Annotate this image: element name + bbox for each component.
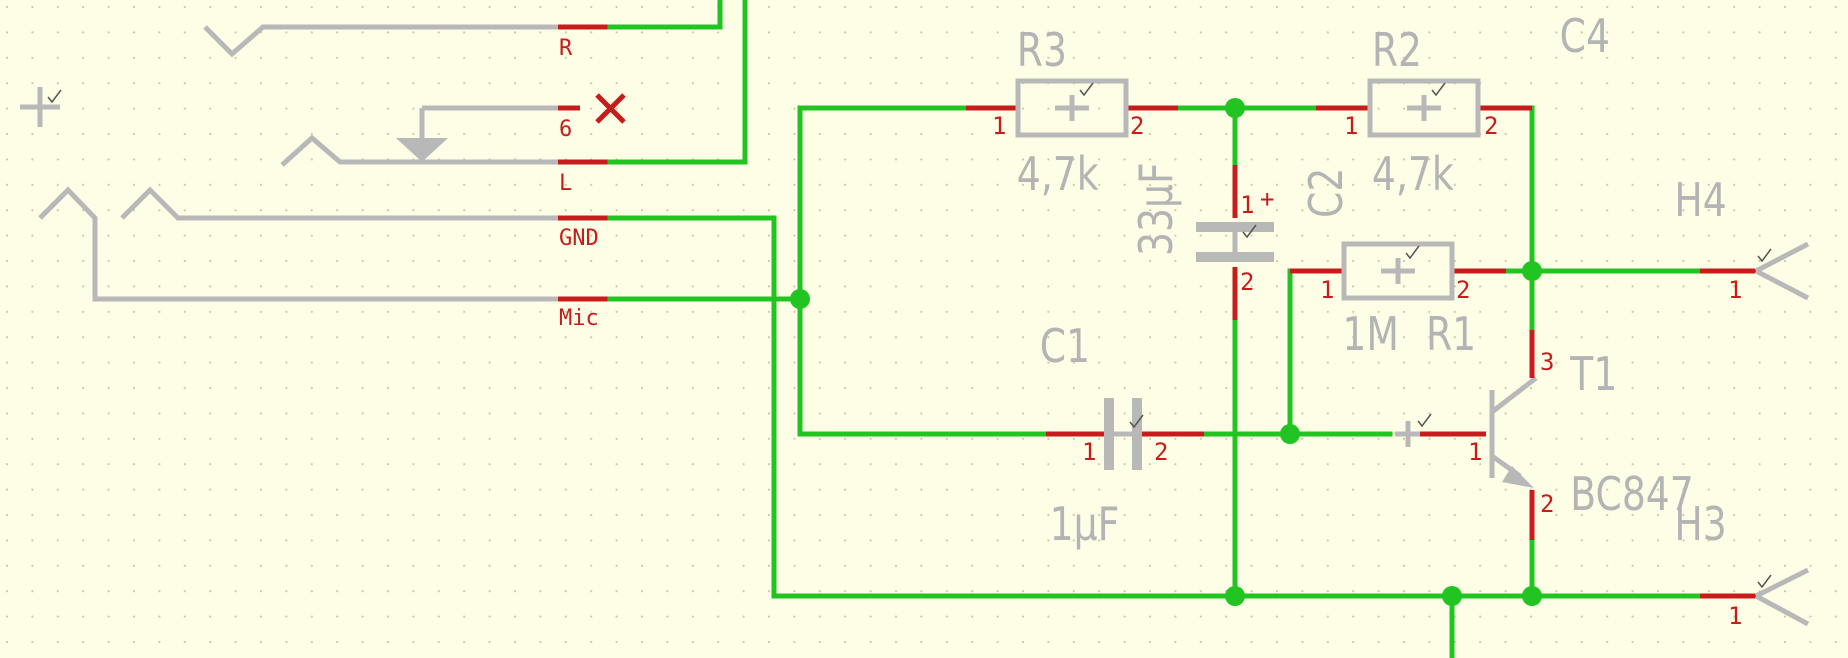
r1-pin2: 2	[1456, 276, 1470, 304]
h3-pin: 1	[1728, 602, 1742, 630]
r3-value: 4,7k	[1017, 147, 1099, 201]
r3-pin2: 2	[1130, 112, 1144, 140]
t1-pin1: 1	[1468, 438, 1482, 466]
jack-pin-label: 6	[559, 117, 572, 142]
c1-name: C1	[1040, 319, 1090, 373]
c1-value: 1µF	[1050, 497, 1120, 551]
c2-name: C2	[1299, 168, 1353, 218]
r1-value: 1M	[1342, 307, 1399, 361]
c4-name: C4	[1560, 9, 1610, 63]
connector-h4[interactable]	[1700, 241, 1810, 301]
c2-pin1: 1	[1240, 191, 1254, 219]
jack-pin-label: L	[559, 171, 572, 196]
r1-pin1: 1	[1320, 276, 1334, 304]
r2-name: R2	[1372, 23, 1422, 77]
r1-name: R1	[1426, 307, 1476, 361]
capacitor-c2[interactable]	[1196, 165, 1274, 320]
r3-pin1: 1	[992, 112, 1006, 140]
no-connect-icon	[595, 93, 626, 124]
t1-pin3: 3	[1540, 348, 1554, 376]
c2-pin2: 2	[1240, 268, 1254, 296]
net-l	[607, 0, 748, 165]
c2-value: 33µF	[1129, 162, 1183, 256]
resistor-r3[interactable]	[966, 78, 1178, 138]
r2-pin1: 1	[1344, 112, 1358, 140]
jack-pin-label: R	[559, 36, 573, 61]
t1-name: T1	[1569, 347, 1617, 401]
resistor-r2[interactable]	[1316, 78, 1532, 138]
capacitor-c1[interactable]	[1046, 398, 1204, 470]
c1-pin2: 2	[1154, 438, 1168, 466]
c1-pin1: 1	[1082, 438, 1096, 466]
net-r	[607, 0, 723, 30]
net-mic-left	[797, 105, 1049, 437]
h3-name: H3	[1674, 497, 1726, 551]
junctions	[790, 98, 1542, 606]
r3-name: R3	[1017, 23, 1067, 77]
r2-pin2: 2	[1484, 112, 1498, 140]
audio-jack-symbol[interactable]	[20, 24, 626, 302]
t1-value: BC847	[1570, 467, 1694, 521]
resistor-r1[interactable]	[1290, 241, 1506, 301]
t1-pin2: 2	[1540, 490, 1554, 518]
r2-value: 4,7k	[1372, 147, 1454, 201]
jack-pin-label: Mic	[559, 306, 599, 331]
c2-plus: +	[1260, 185, 1274, 213]
transistor-t1[interactable]	[1395, 330, 1538, 540]
h4-pin: 1	[1728, 276, 1742, 304]
connector-h3[interactable]	[1700, 567, 1810, 627]
jack-pin-label: GND	[559, 226, 599, 251]
h4-name: H4	[1674, 173, 1726, 227]
